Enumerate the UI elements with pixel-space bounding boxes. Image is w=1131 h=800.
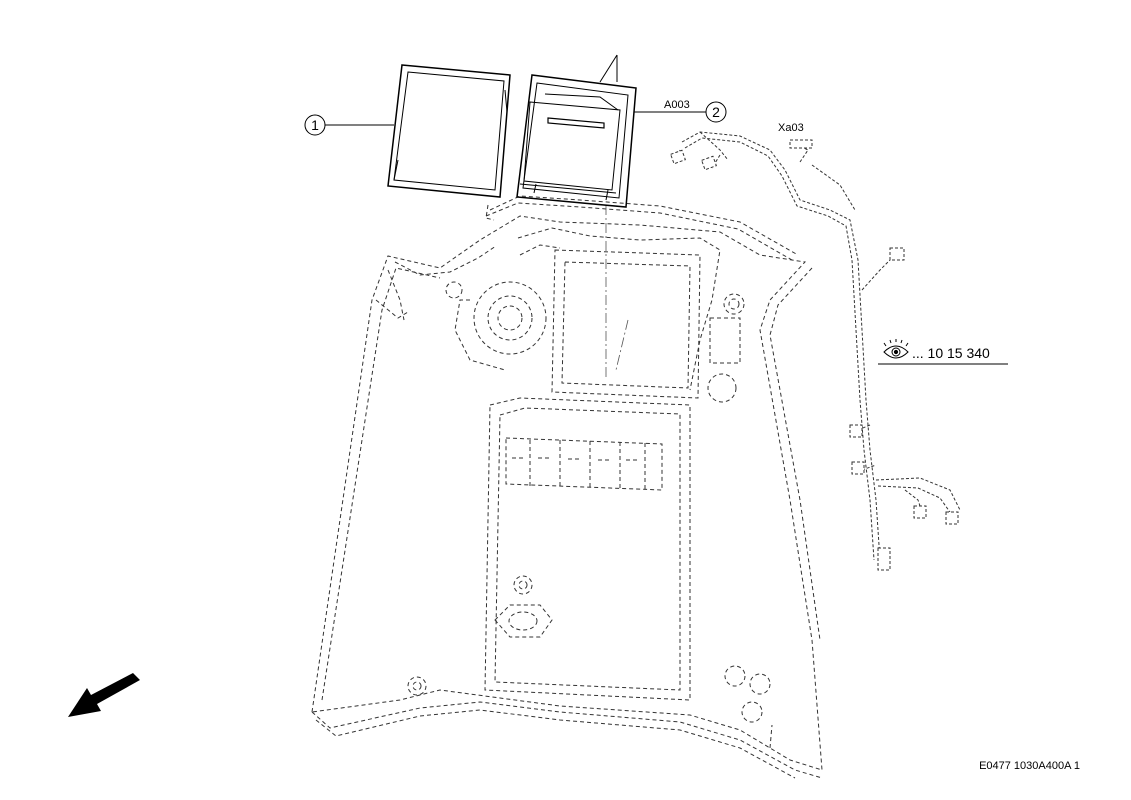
callout-2 xyxy=(634,101,727,123)
part-a003-label: A003 xyxy=(664,99,690,111)
console-housing xyxy=(311,195,823,779)
callout-1 xyxy=(304,114,394,136)
cover-frame xyxy=(387,64,511,198)
eye-icon xyxy=(883,339,909,359)
wiring-harness xyxy=(675,131,961,561)
harness-connectors xyxy=(670,139,959,571)
callout-1-label: 1 xyxy=(311,117,319,133)
alignment-lines xyxy=(605,205,629,380)
indicator-lines xyxy=(599,54,618,83)
drawing-code: E0477 1030A400A 1 xyxy=(979,760,1080,772)
display-module xyxy=(516,74,637,208)
direction-arrow-icon xyxy=(68,673,140,717)
reference-text: ... 10 15 340 xyxy=(912,345,990,361)
connector-xa03-label: Xa03 xyxy=(778,122,804,134)
callout-2-label: 2 xyxy=(712,104,720,120)
